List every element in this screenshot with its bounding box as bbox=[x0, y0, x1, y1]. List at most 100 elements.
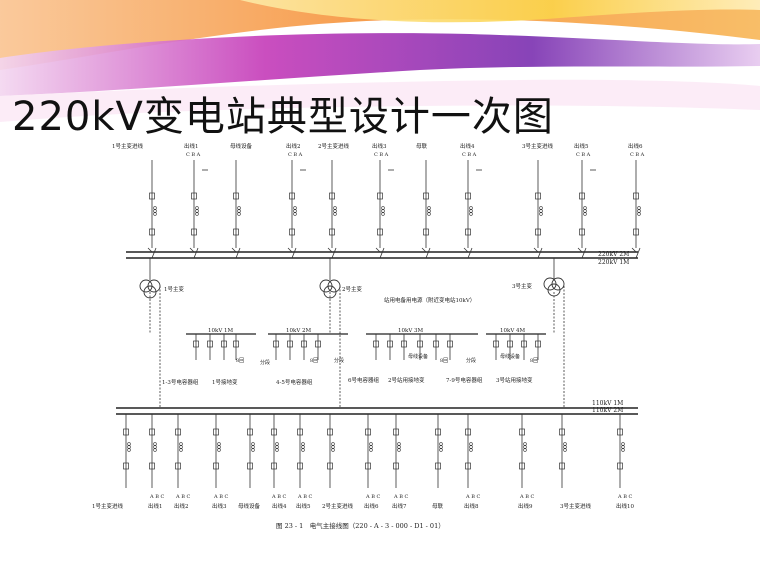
bus-10kv-3m-label: 10kV 3M bbox=[398, 328, 424, 334]
bay-220-switch-b bbox=[467, 247, 473, 259]
breaker-symbol bbox=[559, 462, 565, 470]
current-transformer-symbol bbox=[397, 445, 401, 449]
current-transformer-symbol bbox=[621, 448, 625, 452]
breaker-symbol bbox=[327, 428, 333, 436]
current-transformer-symbol bbox=[469, 448, 473, 452]
bottom-label-9: 出线6 bbox=[364, 502, 379, 510]
breaker-symbol bbox=[447, 340, 453, 348]
current-transformer-symbol bbox=[195, 206, 199, 210]
current-transformer-symbol bbox=[127, 448, 131, 452]
bay-220-switch-a bbox=[421, 247, 427, 253]
loop-label-4: 8回 bbox=[530, 358, 538, 364]
current-transformer-symbol bbox=[237, 212, 241, 216]
breaker-symbol bbox=[123, 462, 129, 470]
bay-220-switch-a bbox=[189, 247, 195, 253]
bay-220-switch-a bbox=[463, 247, 469, 253]
current-transformer-symbol bbox=[153, 206, 157, 210]
current-transformer-symbol bbox=[153, 209, 157, 213]
current-transformer-symbol bbox=[127, 445, 131, 449]
bay-220-switch-a bbox=[577, 247, 583, 253]
current-transformer-symbol bbox=[179, 442, 183, 446]
breaker-symbol bbox=[377, 228, 383, 236]
bottom-phase-9: A B C bbox=[519, 494, 534, 500]
current-transformer-symbol bbox=[331, 448, 335, 452]
current-transformer-symbol bbox=[217, 445, 221, 449]
current-transformer-symbol bbox=[381, 206, 385, 210]
bay-220-switch-a bbox=[147, 247, 153, 253]
bottom-phase-10: A B C bbox=[617, 494, 632, 500]
top-label-10: 出线5 bbox=[574, 142, 589, 150]
breaker-symbol bbox=[365, 428, 371, 436]
current-transformer-symbol bbox=[251, 442, 255, 446]
current-transformer-symbol bbox=[539, 206, 543, 210]
bay-220-switch-b bbox=[425, 247, 431, 259]
top-phase-1: C B A bbox=[186, 152, 201, 158]
current-transformer-symbol bbox=[637, 212, 641, 216]
breaker-symbol bbox=[123, 428, 129, 436]
current-transformer-symbol bbox=[583, 212, 587, 216]
breaker-symbol bbox=[633, 192, 639, 200]
top-label-1: 1号主变进线 bbox=[112, 142, 143, 150]
breaker-symbol bbox=[521, 340, 527, 348]
transformer-3-label: 3号主变 bbox=[512, 282, 532, 290]
current-transformer-symbol bbox=[381, 209, 385, 213]
breaker-symbol bbox=[287, 340, 293, 348]
current-transformer-symbol bbox=[469, 206, 473, 210]
breaker-symbol bbox=[465, 228, 471, 236]
top-phase-6: C B A bbox=[630, 152, 645, 158]
breaker-symbol bbox=[423, 192, 429, 200]
breaker-symbol bbox=[377, 192, 383, 200]
bottom-label-11: 母联 bbox=[432, 502, 444, 510]
breaker-symbol bbox=[193, 340, 199, 348]
section-label-3: 分段 bbox=[466, 357, 476, 364]
current-transformer-symbol bbox=[369, 448, 373, 452]
breaker-symbol bbox=[233, 340, 239, 348]
current-transformer-symbol bbox=[153, 445, 157, 449]
top-label-4: 出线2 bbox=[286, 142, 301, 150]
bay-220-switch-b bbox=[151, 247, 157, 259]
lower10-label-7: 3号站用接地变 bbox=[496, 376, 533, 384]
current-transformer-symbol bbox=[563, 442, 567, 446]
current-transformer-symbol bbox=[331, 445, 335, 449]
bottom-label-14: 3号主变进线 bbox=[560, 502, 591, 510]
breaker-symbol bbox=[175, 428, 181, 436]
slide-title: 220kV变电站典型设计一次图 bbox=[12, 94, 554, 140]
breaker-symbol bbox=[271, 462, 277, 470]
breaker-symbol bbox=[617, 428, 623, 436]
breaker-symbol bbox=[465, 462, 471, 470]
current-transformer-symbol bbox=[583, 209, 587, 213]
current-transformer-symbol bbox=[251, 445, 255, 449]
breaker-symbol bbox=[149, 192, 155, 200]
bay-220-switch-b bbox=[291, 247, 297, 259]
breaker-symbol bbox=[535, 340, 541, 348]
bottom-label-12: 出线8 bbox=[464, 502, 479, 510]
breaker-symbol bbox=[289, 192, 295, 200]
current-transformer-symbol bbox=[439, 445, 443, 449]
current-transformer-symbol bbox=[275, 448, 279, 452]
bay-220-switch-b bbox=[635, 247, 641, 259]
breaker-symbol bbox=[633, 228, 639, 236]
bottom-label-4: 出线3 bbox=[212, 502, 227, 510]
current-transformer-symbol bbox=[217, 448, 221, 452]
busbar-device-label-10kv-3m: 母线设备 bbox=[408, 353, 428, 360]
bay-220-switch-b bbox=[379, 247, 385, 259]
current-transformer-symbol bbox=[179, 448, 183, 452]
bay-220-switch-b bbox=[331, 247, 337, 259]
current-transformer-symbol bbox=[469, 209, 473, 213]
station-power-note: 站用电备用电源（附近变电站10kV） bbox=[384, 296, 475, 304]
top-label-11: 出线6 bbox=[628, 142, 643, 150]
current-transformer-symbol bbox=[381, 212, 385, 216]
breaker-symbol bbox=[393, 462, 399, 470]
current-transformer-symbol bbox=[333, 209, 337, 213]
bottom-label-10: 出线7 bbox=[392, 502, 407, 510]
breaker-symbol bbox=[175, 462, 181, 470]
breaker-symbol bbox=[423, 228, 429, 236]
top-label-9: 3号主变进线 bbox=[522, 142, 553, 150]
section-label-1: 分段 bbox=[260, 359, 270, 366]
breaker-symbol bbox=[301, 340, 307, 348]
current-transformer-symbol bbox=[621, 445, 625, 449]
bay-220-switch-a bbox=[631, 247, 637, 253]
breaker-symbol bbox=[401, 340, 407, 348]
breaker-symbol bbox=[207, 340, 213, 348]
breaker-symbol bbox=[579, 228, 585, 236]
